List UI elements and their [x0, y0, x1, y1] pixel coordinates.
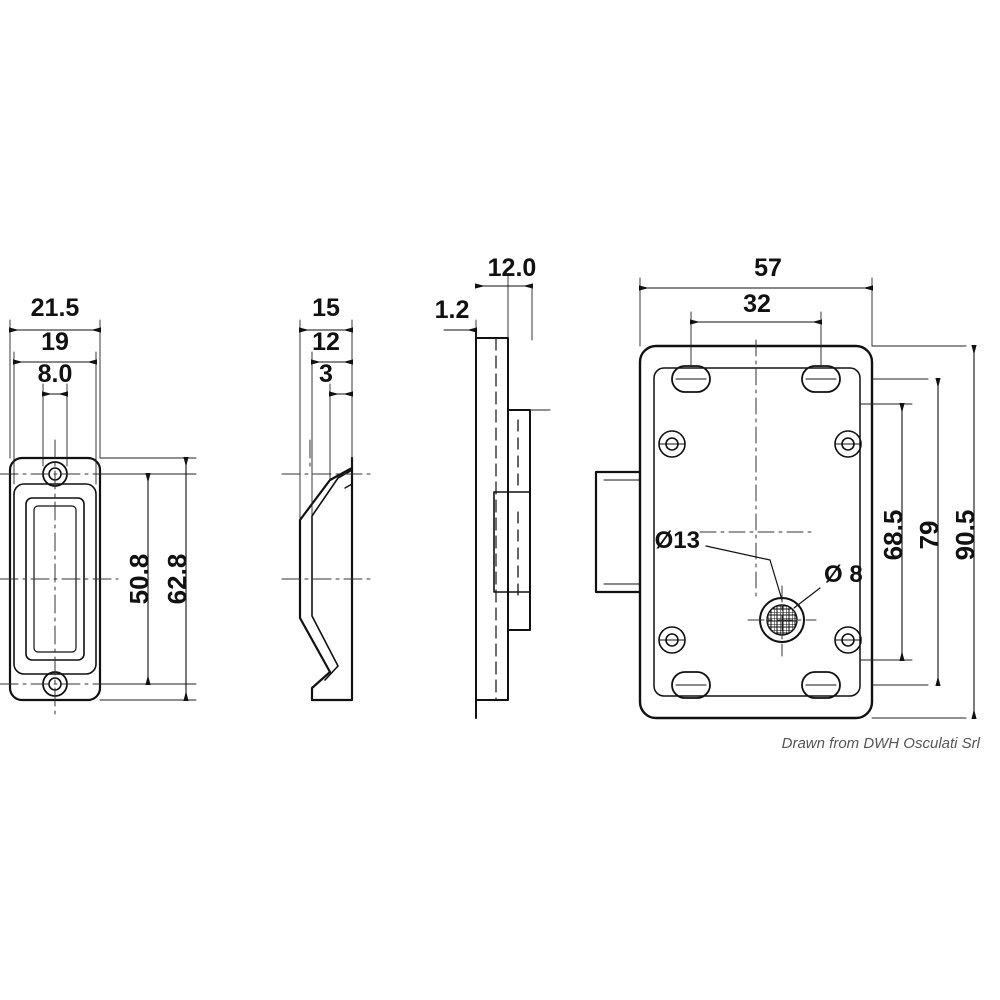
dim-57: 57: [754, 254, 782, 282]
view-lock-body-side: 1.2 12.0: [435, 254, 551, 719]
view-lock-body-front: 57 32 68.5 79 90.5 Ø13 Ø 8: [594, 254, 980, 720]
dim-32: 32: [743, 290, 771, 318]
dim-8-0: 8.0: [38, 360, 73, 388]
dim-3: 3: [319, 360, 333, 388]
dim-19: 19: [41, 328, 69, 356]
dim-diameter-8: Ø 8: [824, 561, 863, 588]
view-strike-plate-front: 21.5 19 8.0 50.8 62.8: [0, 294, 197, 719]
dim-68-5: 68.5: [878, 510, 908, 561]
dim-21-5: 21.5: [31, 294, 80, 322]
dim-12-0: 12.0: [488, 254, 537, 282]
dim-1-2: 1.2: [435, 296, 470, 324]
dim-diameter-13: Ø13: [655, 527, 700, 554]
dim-62-8: 62.8: [162, 554, 192, 605]
dim-79: 79: [914, 521, 944, 550]
drawing-credit: Drawn from DWH Osculati Srl: [782, 735, 981, 752]
dim-90-5: 90.5: [950, 510, 980, 561]
dim-15: 15: [312, 294, 340, 322]
view-strike-plate-side: 15 12 3: [281, 294, 373, 702]
dim-50-8: 50.8: [124, 554, 154, 605]
dim-12: 12: [312, 328, 340, 356]
